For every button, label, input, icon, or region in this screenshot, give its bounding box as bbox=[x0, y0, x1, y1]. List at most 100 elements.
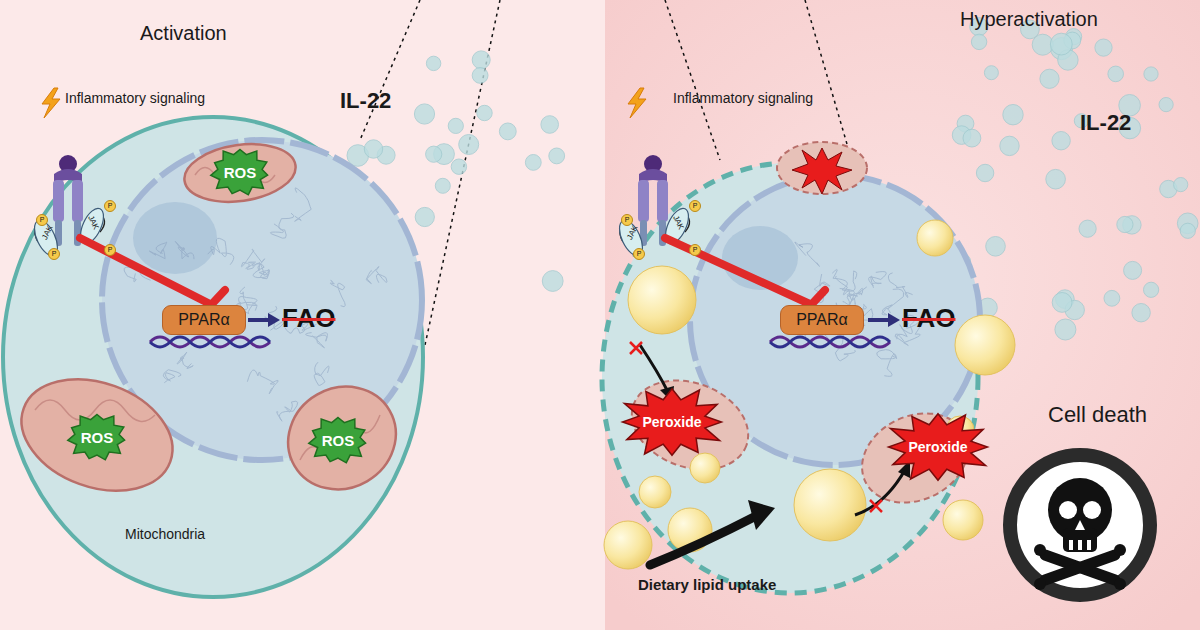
chromatin bbox=[330, 280, 345, 306]
node-text: ROS bbox=[322, 432, 355, 449]
chromatin bbox=[295, 188, 312, 221]
phosphate-label: P bbox=[104, 244, 116, 256]
pathway-label: FAO bbox=[902, 303, 955, 334]
cytokine-dot bbox=[1159, 98, 1173, 112]
star-outline bbox=[623, 389, 722, 456]
cytokine-label: IL-22 bbox=[1080, 110, 1131, 136]
cytokine-dot bbox=[971, 34, 986, 49]
cytokine-dot bbox=[1144, 67, 1158, 81]
cytokine-dot bbox=[984, 66, 998, 80]
cytokine-dot bbox=[451, 159, 466, 174]
star-outline bbox=[889, 414, 988, 481]
node-text: Peroxide bbox=[642, 414, 701, 430]
cytokine-dot bbox=[986, 237, 1006, 257]
cytokine-dot bbox=[499, 123, 516, 140]
kinase-label: JAK bbox=[40, 224, 54, 241]
phosphate-label: P bbox=[48, 248, 60, 260]
cytokine-dot bbox=[525, 155, 541, 171]
cytokine-dot bbox=[364, 140, 382, 158]
signal-label: Inflammatory signaling bbox=[673, 90, 813, 106]
cytokine-dot bbox=[1055, 319, 1076, 340]
node-text: Peroxide bbox=[908, 439, 967, 455]
chromatin bbox=[149, 242, 166, 259]
cytokine-dot bbox=[963, 129, 981, 147]
cytokine-dot bbox=[1046, 169, 1066, 189]
phosphate-label: P bbox=[104, 200, 116, 212]
phosphate-label: P bbox=[633, 248, 645, 260]
kinase-label: JAK bbox=[625, 224, 639, 241]
chromatin bbox=[270, 213, 293, 238]
cytokine-dot bbox=[549, 148, 565, 164]
caption-label: Dietary lipid uptake bbox=[638, 576, 776, 593]
chromatin bbox=[836, 276, 867, 300]
cytokine-dot bbox=[1108, 66, 1124, 82]
phosphate-label: P bbox=[36, 214, 48, 226]
cytokine-dot bbox=[459, 135, 479, 155]
chromatin bbox=[832, 270, 856, 292]
chromatin bbox=[869, 272, 887, 288]
cytokine-label: IL-22 bbox=[340, 88, 391, 114]
chromatin bbox=[306, 333, 328, 348]
cytokine-dot bbox=[1079, 220, 1096, 237]
phosphate-label: P bbox=[689, 200, 701, 212]
chromatin bbox=[208, 238, 234, 264]
chromatin bbox=[163, 370, 181, 383]
kinase-label: JAK bbox=[86, 214, 100, 231]
cytokine-dot bbox=[1132, 304, 1150, 322]
protein-box: PPARα bbox=[162, 305, 246, 335]
cytokine-dot bbox=[448, 118, 463, 133]
cytokine-dot bbox=[1117, 216, 1133, 232]
star-outline bbox=[68, 415, 125, 460]
star-outline bbox=[309, 418, 366, 463]
node-text: PPARα bbox=[796, 311, 848, 329]
cytokine-dot bbox=[426, 56, 440, 70]
kinase-label: JAK bbox=[671, 214, 685, 231]
cytokine-dot bbox=[541, 116, 559, 134]
cytokine-dot bbox=[542, 271, 563, 292]
chromatin bbox=[247, 370, 278, 394]
outcome-label: Cell death bbox=[1048, 402, 1147, 428]
cytokine-dot bbox=[1124, 261, 1142, 279]
peroxide-burst: Peroxide bbox=[883, 410, 993, 484]
star-outline bbox=[211, 150, 268, 195]
cytokine-dot bbox=[1180, 223, 1195, 238]
cytokine-dot bbox=[1000, 136, 1019, 155]
cytokine-dot bbox=[976, 164, 993, 181]
cytokine-dot bbox=[435, 178, 450, 193]
phosphate-label: P bbox=[689, 244, 701, 256]
cytokine-dot bbox=[414, 104, 434, 124]
chromatin bbox=[795, 242, 820, 266]
cytokine-dot bbox=[1174, 178, 1188, 192]
cytokine-dot bbox=[472, 68, 488, 84]
ros-star: ROS bbox=[66, 412, 128, 462]
pathway-label: FAO bbox=[282, 303, 335, 334]
chromatin bbox=[877, 350, 897, 377]
node-text: PPARα bbox=[178, 311, 230, 329]
ros-star: ROS bbox=[209, 147, 271, 197]
chromatin bbox=[366, 267, 387, 284]
organelle-label: Mitochondria bbox=[125, 526, 205, 542]
panel-title: Activation bbox=[140, 22, 227, 45]
cytokine-dot bbox=[1040, 69, 1059, 88]
cytokine-dot bbox=[415, 207, 434, 226]
cytokine-dot bbox=[1104, 290, 1120, 306]
cytokine-dot bbox=[1095, 39, 1112, 56]
cytokine-dot bbox=[1003, 105, 1023, 125]
cytokine-dot bbox=[1052, 132, 1070, 150]
cytokine-dot bbox=[472, 51, 490, 69]
chromatin bbox=[175, 241, 194, 259]
panel-title: Hyperactivation bbox=[960, 8, 1098, 31]
chromatin bbox=[241, 249, 264, 271]
cytokine-dot bbox=[477, 105, 492, 120]
ros-star: ROS bbox=[307, 415, 369, 465]
cytokine-dot bbox=[1050, 33, 1072, 55]
cytokine-dot bbox=[1144, 282, 1159, 297]
phosphate-label: P bbox=[621, 214, 633, 226]
chromatin bbox=[882, 289, 904, 315]
chromatin bbox=[314, 362, 329, 385]
signal-label: Inflammatory signaling bbox=[65, 90, 205, 106]
cytokine-dot bbox=[426, 146, 442, 162]
protein-box: PPARα bbox=[780, 305, 864, 335]
node-text: ROS bbox=[81, 429, 114, 446]
